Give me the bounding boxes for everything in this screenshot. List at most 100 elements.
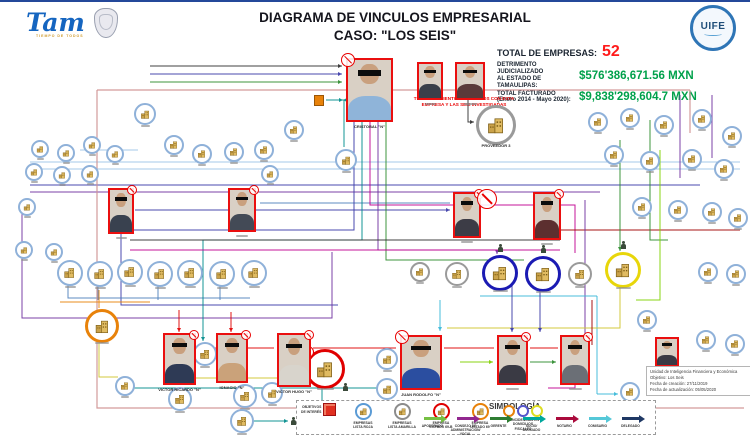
censor-bar (568, 344, 582, 349)
company-node (714, 159, 734, 181)
company-node (193, 342, 217, 368)
company-node (31, 140, 49, 160)
node-label (290, 140, 298, 142)
node-label (266, 183, 274, 185)
legend-arrow-item: APODERADO (419, 413, 447, 436)
node-label (95, 342, 109, 344)
company-node (376, 378, 398, 402)
node-label (424, 103, 436, 105)
node-label: CRISTOBAL "N" (354, 124, 385, 129)
company-node (722, 126, 742, 148)
legend-arrow-item: COMISARIO (584, 413, 612, 436)
legend: SIMBOLOGÍA OBJETIVOS DE INTERÉS EMPRESAS… (296, 400, 656, 436)
node-label (64, 286, 76, 288)
legend-listado-69: EMPRESA LISTADO 69 (463, 403, 497, 430)
company-node (637, 310, 657, 332)
company-node (83, 136, 101, 156)
company-node (588, 112, 608, 134)
company-circle-icon (354, 403, 372, 420)
company-node (568, 262, 592, 288)
company-node (726, 264, 746, 286)
company-node (18, 198, 36, 218)
node-label (416, 282, 424, 284)
legend-arrow-item: DELEGADO (617, 413, 645, 436)
company-node (335, 149, 357, 173)
company-node (482, 244, 518, 292)
censor-bar (286, 343, 302, 348)
diagram-edge-teal (343, 98, 347, 147)
company-node (445, 262, 469, 288)
node-label (734, 228, 742, 230)
node-label (541, 243, 553, 245)
censor-bar (463, 69, 477, 73)
censor-bar (540, 201, 554, 206)
legend-lista-amarilla: EMPRESAS LISTA AMARILLA (385, 403, 419, 430)
node-label (236, 235, 248, 237)
node-label (88, 154, 96, 156)
node-label (184, 286, 196, 288)
node-label (568, 388, 582, 390)
node-label (237, 433, 247, 435)
node-label (626, 128, 634, 130)
detrimento-label: DETRIMENTO JUDICIALIZADO AL ESTADO DE TA… (497, 62, 544, 89)
censor-bar (661, 343, 673, 346)
total-empresas-label: TOTAL DE EMPRESAS: (497, 48, 598, 58)
person-photo-node (497, 332, 531, 390)
node-label (638, 217, 646, 219)
node-label (316, 388, 334, 390)
company-node (604, 145, 624, 167)
company-node (668, 200, 688, 222)
diagram-edge-navy (120, 234, 338, 306)
company-node (254, 140, 274, 162)
node-label: VICTOR RICARDO "N" (158, 387, 201, 392)
facturado-label: TOTAL FACTURADO (Enero 2014 - Mayo 2020)… (497, 90, 571, 104)
company-node (654, 115, 674, 137)
company-node: PROVEEDOR 3 (476, 105, 516, 148)
node-label (688, 169, 696, 171)
person-photo-node (560, 332, 593, 390)
person-photo-node: VICTOR HUGO "N" (276, 330, 314, 394)
censor-bar (224, 342, 240, 347)
prohibited-badge-icon (395, 330, 409, 344)
legend-arrow-item: GERENTE (485, 413, 513, 436)
censor-bar (115, 197, 127, 201)
company-node (640, 151, 660, 173)
person-icon (540, 245, 547, 254)
person-photo-node (455, 62, 485, 105)
stats-panel: TOTAL DE EMPRESAS: 52 DETRIMENTO JUDICIA… (497, 43, 737, 104)
company-node (605, 241, 641, 289)
node-label (94, 287, 106, 289)
prohibited-badge-icon (521, 332, 531, 342)
company-node (25, 163, 43, 183)
company-node (620, 108, 640, 130)
uife-badge-text: UIFE (700, 20, 726, 32)
legend-arrow-item: SOCIO/ASOCIADO (518, 413, 546, 436)
node-label (30, 181, 38, 183)
node-label: PROVEEDOR 3 (481, 143, 511, 148)
company-node (164, 135, 184, 157)
node-label (230, 162, 238, 164)
company-node (45, 243, 63, 263)
company-node (209, 261, 235, 289)
diagram-edge-yellow (447, 283, 621, 329)
uife-badge: UIFE (690, 5, 736, 51)
company-node (698, 262, 718, 284)
company-node (632, 197, 652, 219)
node-label (615, 287, 631, 289)
info-created: Fecha de creación: 27/11/2019 (650, 381, 708, 387)
person-photo-node (417, 62, 443, 105)
company-node (284, 120, 304, 142)
uife-badge-wave-icon (704, 32, 722, 36)
company-node (85, 309, 119, 344)
node-label (111, 163, 119, 165)
prohibited-badge-icon (477, 189, 497, 209)
censor-bar (460, 201, 474, 205)
node-label (575, 286, 585, 288)
prohibited-badge-icon (127, 185, 137, 195)
prohibited-badge-icon (341, 53, 355, 67)
censor-bar (424, 69, 436, 73)
coincidencias-circles-icon (503, 405, 543, 417)
node-label (698, 129, 706, 131)
